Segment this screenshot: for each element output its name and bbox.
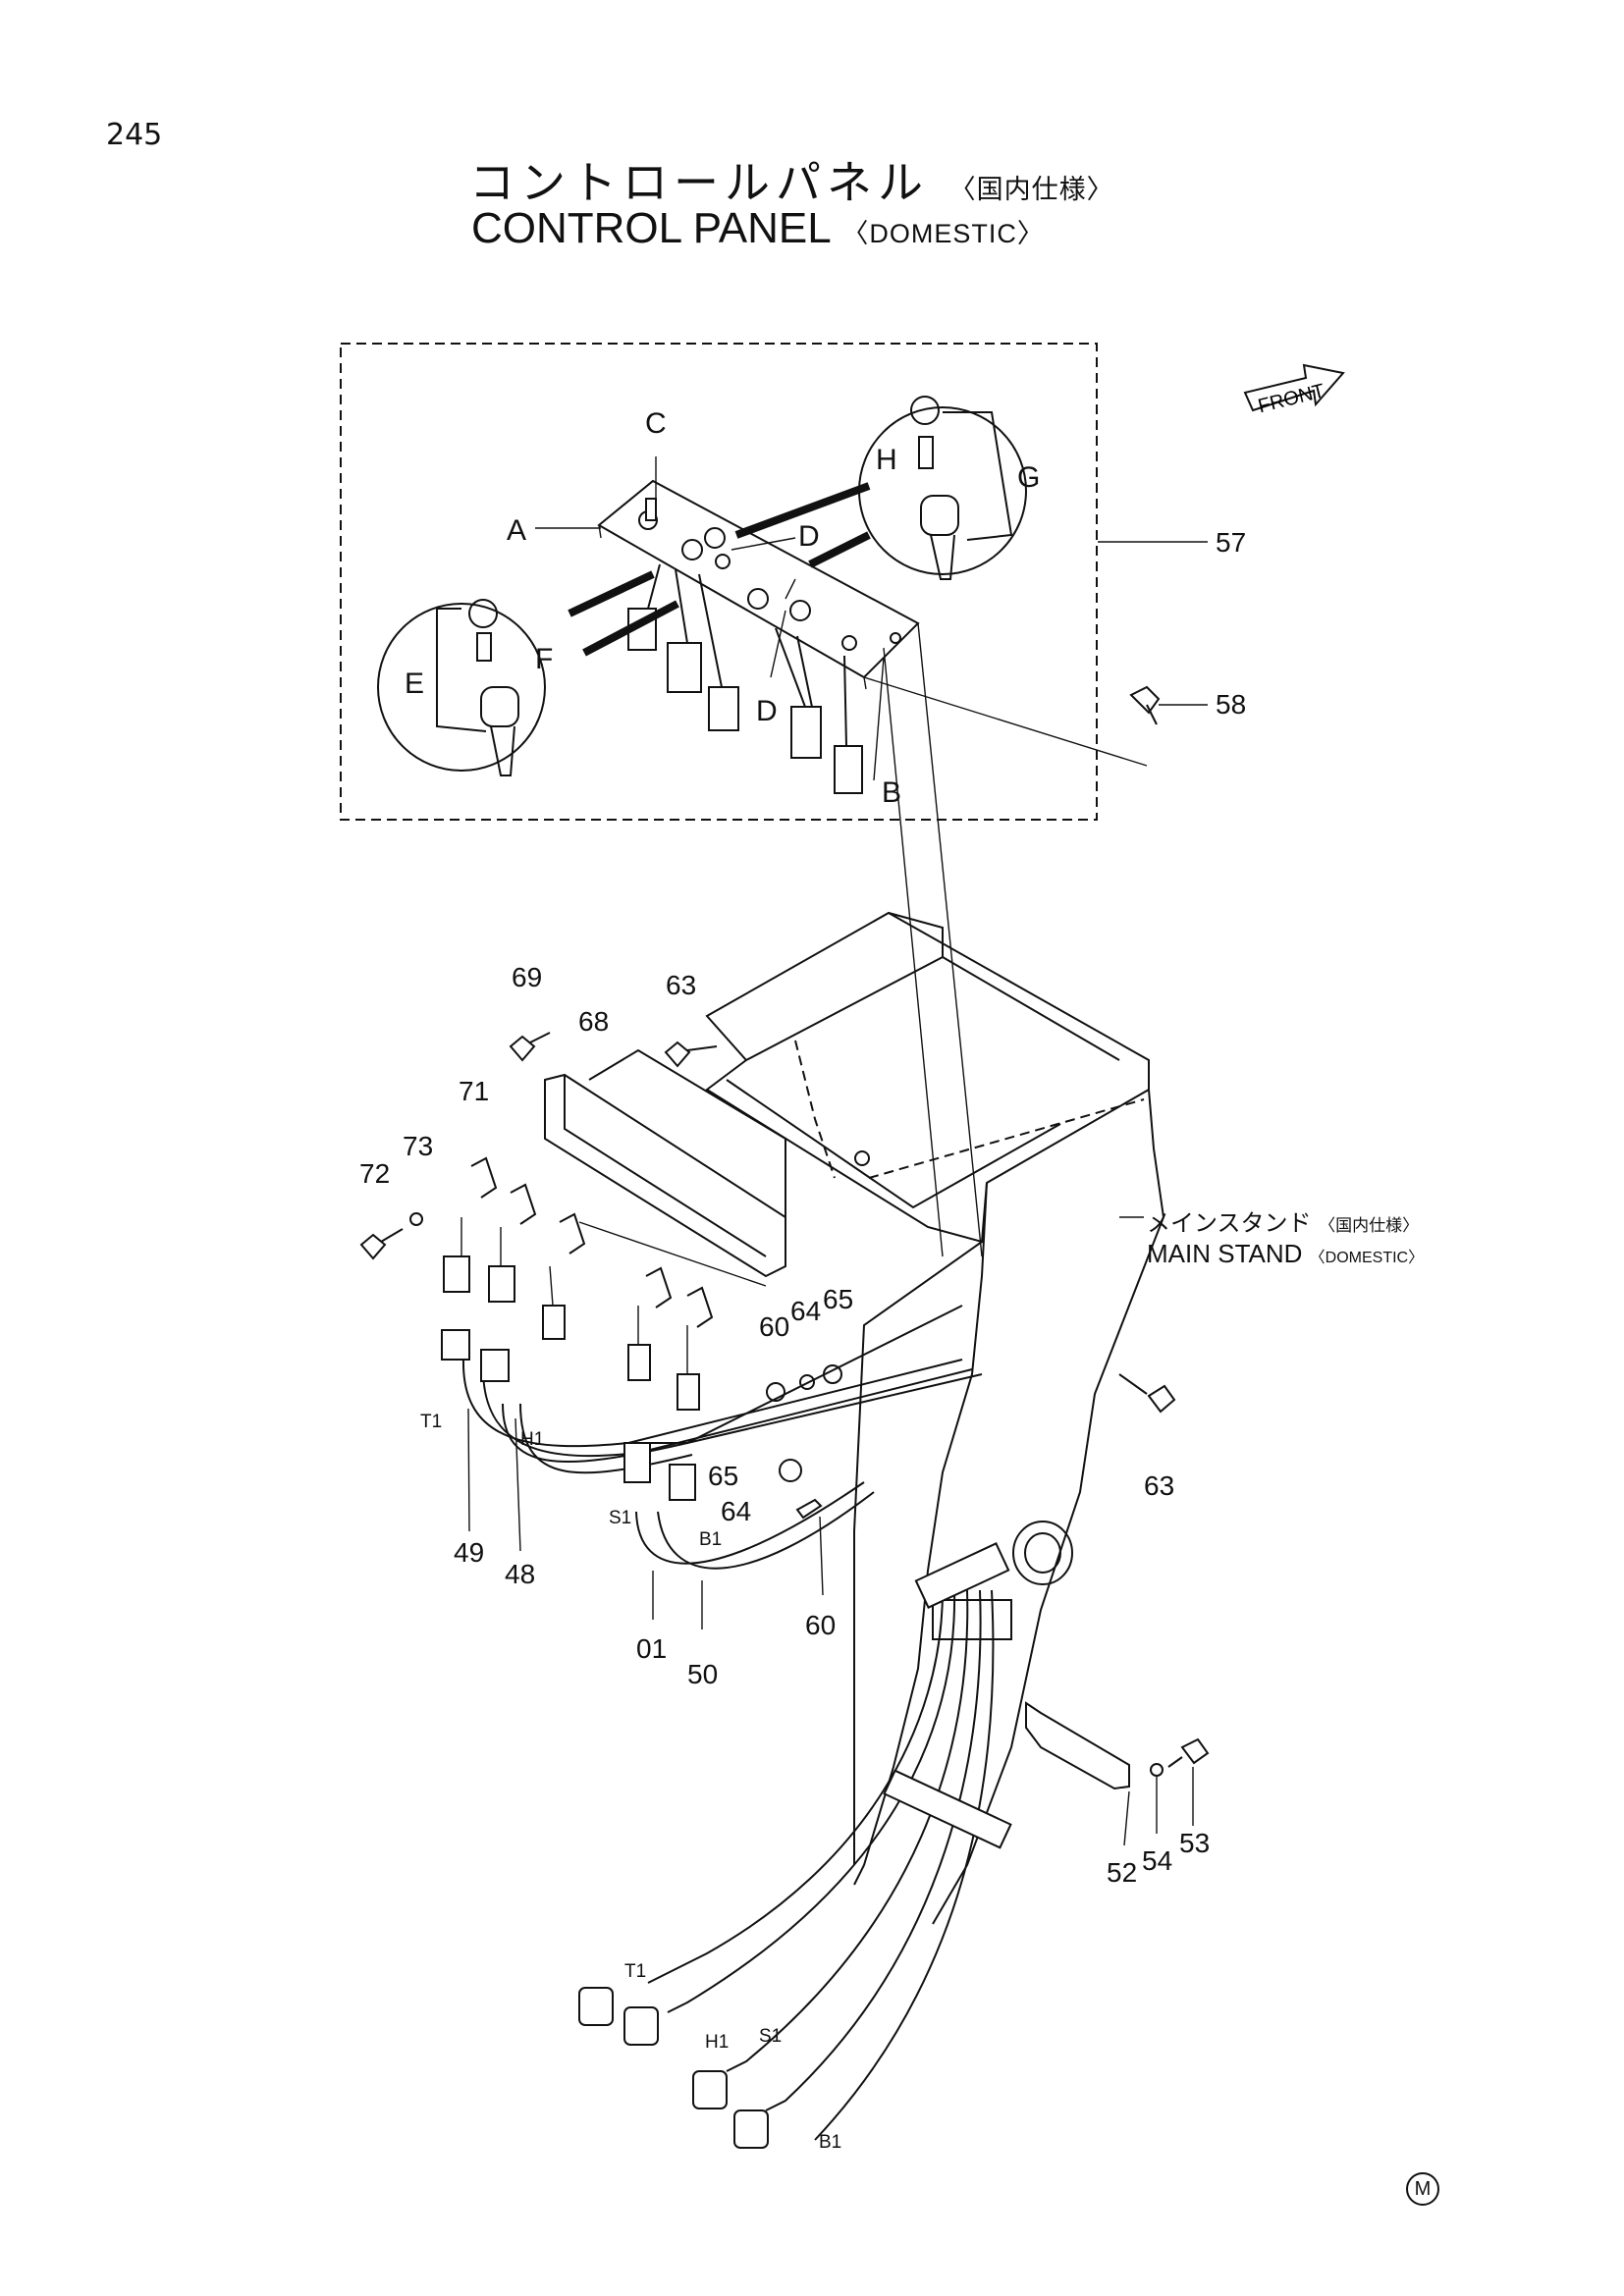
callout-73: 73	[403, 1131, 434, 1161]
callout-57: 57	[1216, 527, 1247, 558]
callout-A: A	[507, 514, 527, 547]
callout-60-lower: 60	[805, 1610, 837, 1640]
footer-m-mark: M	[1406, 2172, 1439, 2206]
wire-tag-T1-upper: T1	[420, 1412, 443, 1432]
switch-detail-left	[436, 599, 519, 776]
callout-60-upper: 60	[759, 1311, 790, 1342]
bolt-72-icon	[359, 1228, 404, 1260]
washer-64b-icon	[795, 1498, 823, 1520]
callout-52: 52	[1107, 1857, 1138, 1888]
callout-G: G	[1017, 461, 1041, 494]
wire-tag-S1-lower: S1	[759, 2026, 783, 2047]
callout-68: 68	[578, 1006, 610, 1037]
panel-68	[544, 1048, 786, 1287]
panel-connectors	[443, 1217, 700, 1411]
washer-64a-icon	[799, 1374, 815, 1390]
main-stand-jp-text: メインスタンド	[1147, 1209, 1312, 1237]
callout-72: 72	[359, 1158, 391, 1189]
detail-circle-right	[858, 406, 1027, 575]
callout-71: 71	[459, 1076, 490, 1106]
wire-tag-H1-upper: H1	[520, 1429, 545, 1450]
callout-65-lower: 65	[708, 1461, 739, 1491]
callout-63-upper: 63	[666, 970, 697, 1000]
callout-C: C	[645, 407, 667, 440]
callout-58: 58	[1216, 689, 1247, 720]
title-en-suffix: 〈DOMESTIC〉	[841, 219, 1045, 248]
wire-harness	[441, 1305, 1012, 2149]
callout-69: 69	[512, 962, 543, 992]
front-arrow-icon: FRONT	[1243, 363, 1345, 417]
washer-54-icon	[1150, 1763, 1164, 1777]
wire-tag-B1-lower: B1	[819, 2132, 842, 2153]
title-jp-text: コントロールパネル	[469, 156, 929, 209]
bolt-63a-icon	[664, 1041, 718, 1068]
callout-D-lower: D	[756, 695, 778, 727]
wire-tag-T1-lower: T1	[624, 1961, 647, 1982]
callout-63-lower: 63	[1144, 1470, 1175, 1501]
callout-64-lower: 64	[721, 1496, 752, 1526]
callout-01: 01	[636, 1633, 668, 1664]
callout-B: B	[882, 776, 902, 809]
wire-tag-S1-upper: S1	[609, 1508, 632, 1528]
main-stand-label-en: MAIN STAND 〈DOMESTIC〉	[1147, 1239, 1424, 1269]
bolt-69-icon	[509, 1032, 551, 1062]
main-stand-label-jp: メインスタンド 〈国内仕様〉	[1147, 1203, 1419, 1238]
detail-circle-left	[377, 603, 546, 772]
nut-65a-icon	[823, 1364, 842, 1384]
main-stand-frame	[705, 911, 1165, 1925]
front-arrow-label: FRONT	[1256, 380, 1326, 417]
callout-48: 48	[505, 1559, 536, 1589]
title-en-text: CONTROL PANEL	[471, 204, 831, 252]
nut-65b-icon	[779, 1459, 802, 1482]
main-stand-en-text: MAIN STAND	[1147, 1239, 1303, 1268]
washer-73-icon	[409, 1212, 423, 1226]
callout-54: 54	[1142, 1845, 1173, 1876]
switch-detail-right	[910, 396, 1013, 580]
bolt-58-icon	[1129, 685, 1161, 725]
page-title-jp: コントロールパネル 〈国内仕様〉	[469, 147, 1114, 212]
callout-D-upper: D	[798, 520, 820, 553]
bracket-52-icon	[1025, 1701, 1130, 1790]
callout-64-upper: 64	[790, 1296, 822, 1326]
callout-50: 50	[687, 1659, 719, 1689]
callout-65-upper: 65	[823, 1284, 854, 1314]
callout-E: E	[405, 667, 425, 700]
wire-tag-B1-upper: B1	[699, 1529, 723, 1550]
title-jp-suffix: 〈国内仕様〉	[948, 175, 1114, 205]
detail-box	[340, 343, 1098, 821]
clamp-60a-icon	[766, 1382, 785, 1402]
main-stand-en-suffix: 〈DOMESTIC〉	[1309, 1250, 1425, 1266]
page-number: 245	[106, 118, 163, 152]
wire-tag-H1-lower: H1	[705, 2032, 730, 2053]
callout-H: H	[876, 444, 897, 476]
clips-71	[470, 1156, 714, 1328]
bolt-63b-icon	[1118, 1373, 1176, 1414]
bolt-53-icon	[1167, 1737, 1210, 1768]
callout-49: 49	[454, 1537, 485, 1568]
main-stand-jp-suffix: 〈国内仕様〉	[1319, 1216, 1420, 1236]
callout-53: 53	[1179, 1828, 1211, 1858]
page-title-en: CONTROL PANEL 〈DOMESTIC〉	[471, 204, 1045, 253]
callout-F: F	[535, 643, 554, 675]
